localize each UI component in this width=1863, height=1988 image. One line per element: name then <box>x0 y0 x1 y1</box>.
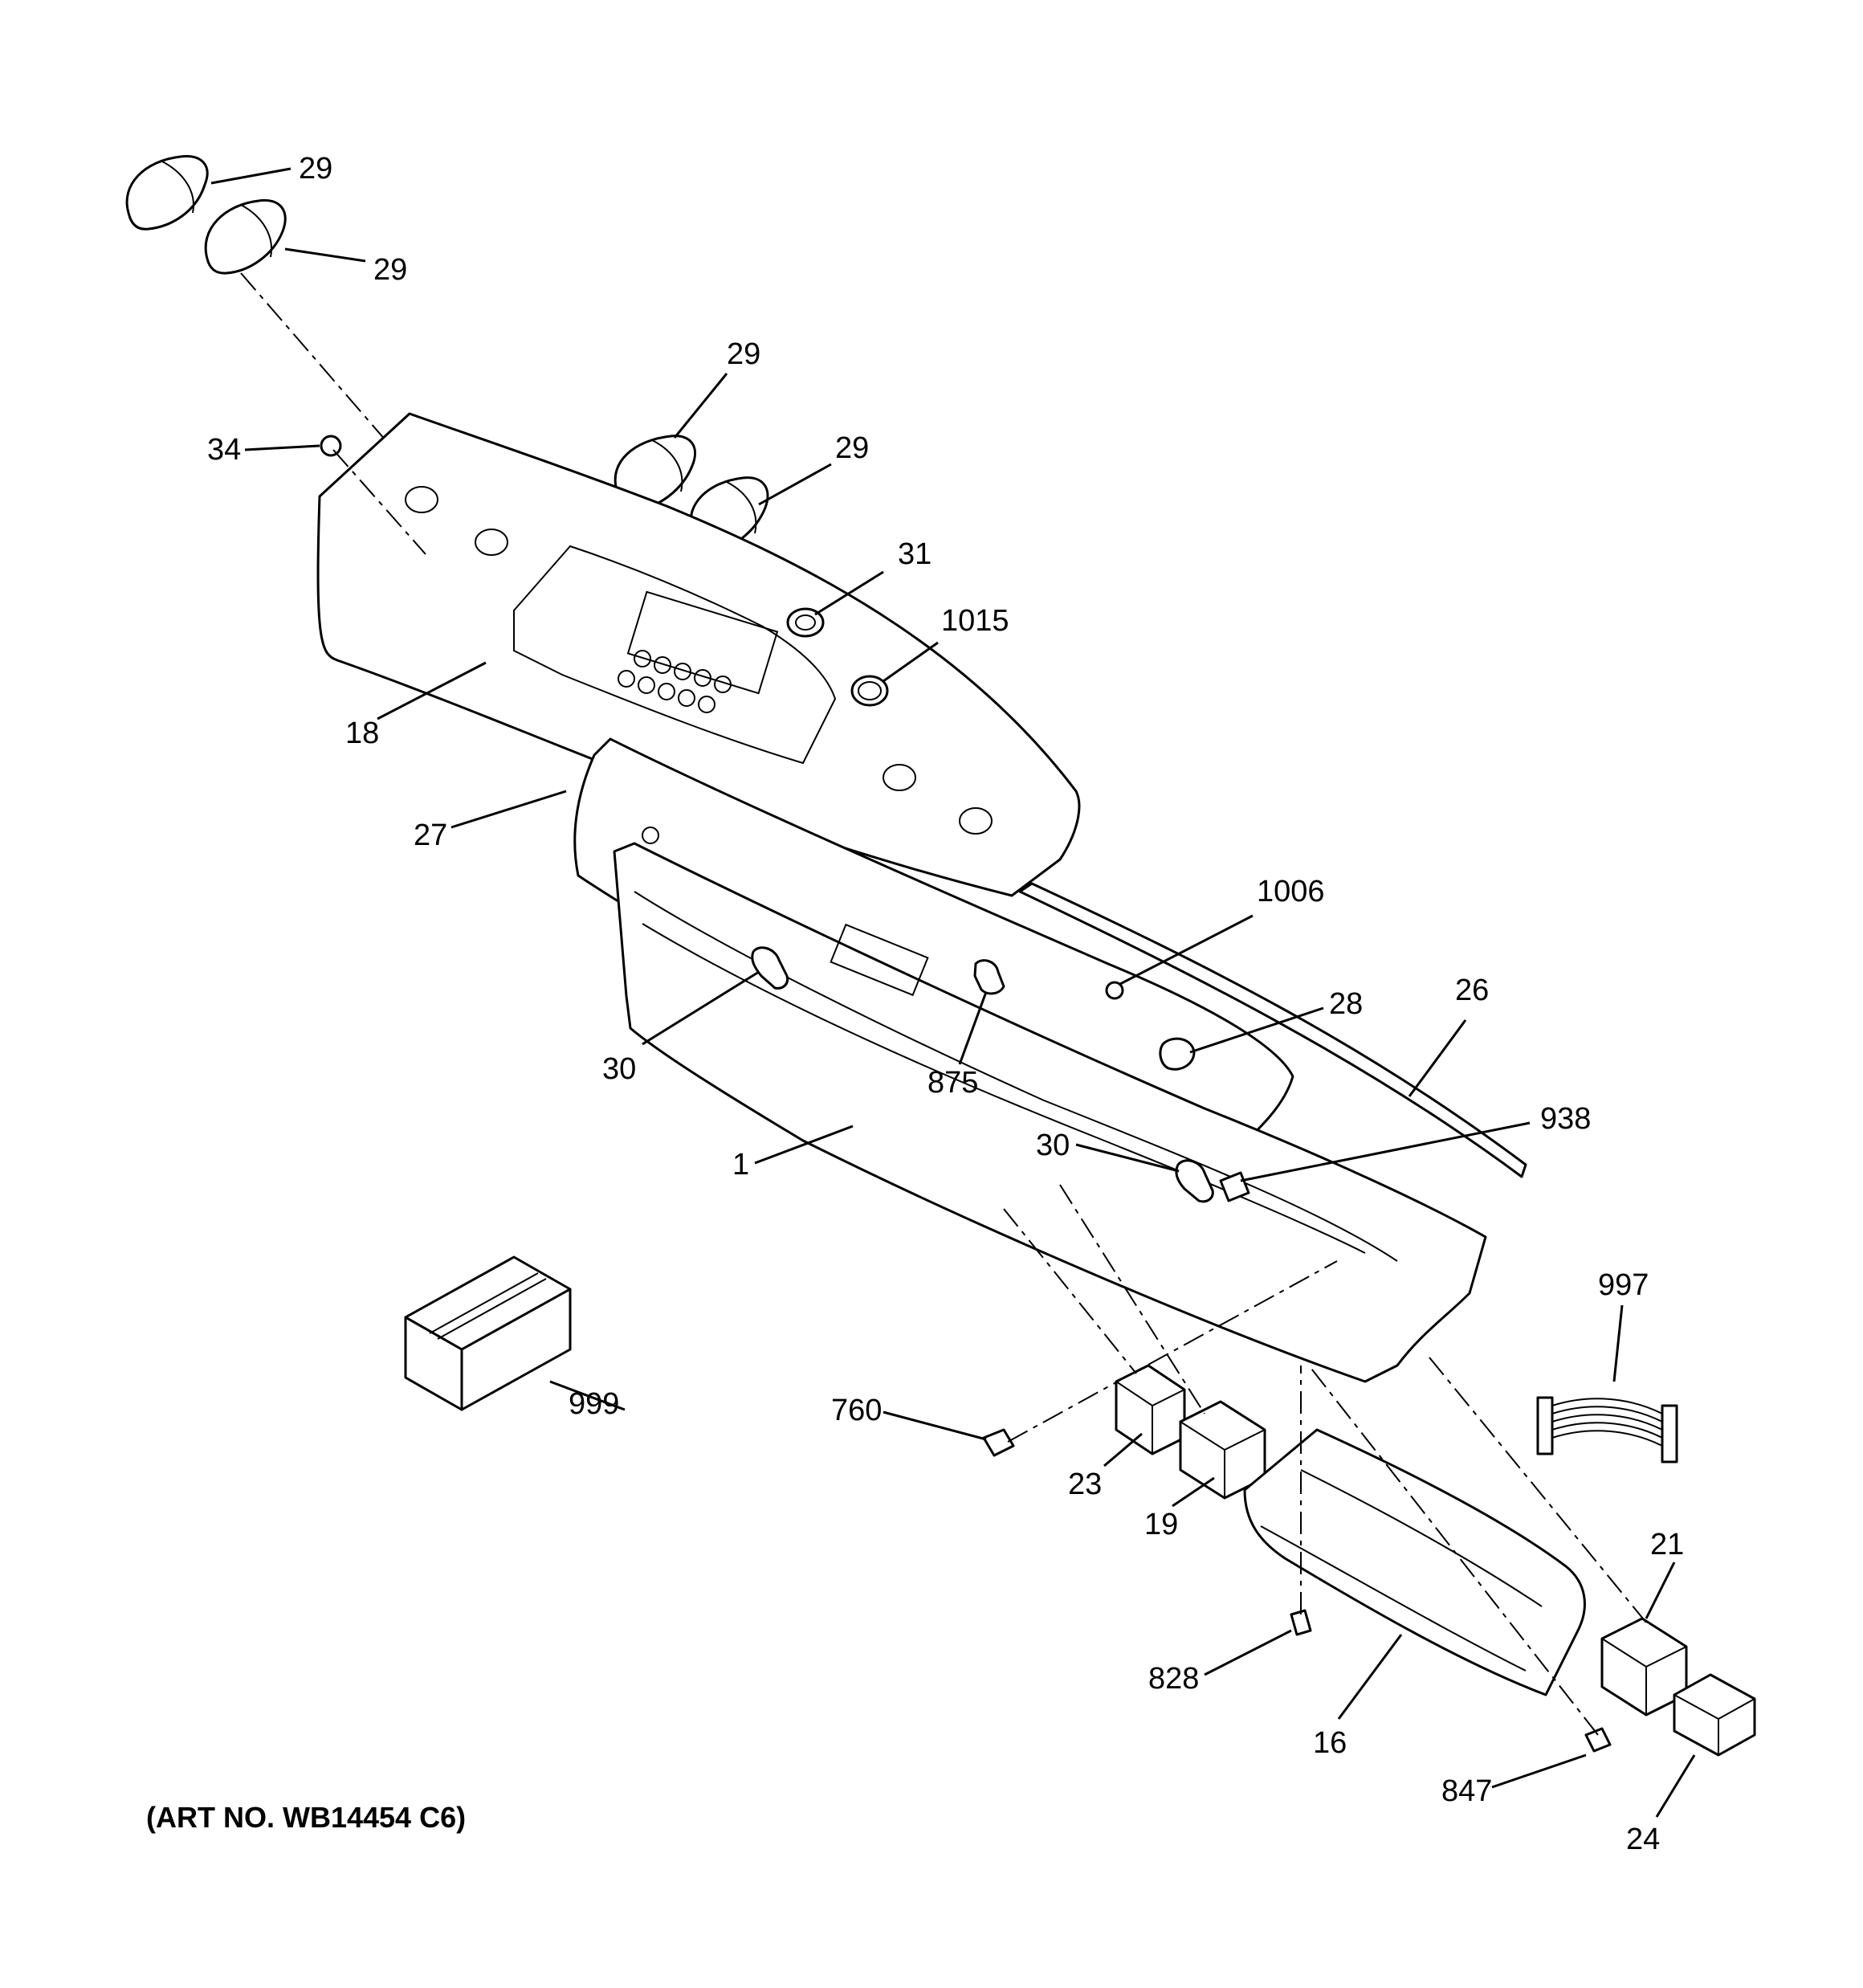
callout-18: 18 <box>345 716 379 750</box>
part-28 <box>1159 1037 1196 1071</box>
callout-1015: 1015 <box>941 604 1009 638</box>
callout-999: 999 <box>569 1387 619 1421</box>
callout-760: 760 <box>831 1394 882 1427</box>
part-34 <box>320 435 342 457</box>
callout-21: 21 <box>1650 1528 1684 1561</box>
switch-24 <box>1673 1673 1756 1757</box>
callout-29-a: 29 <box>299 152 332 186</box>
seal-strip-26 <box>1018 882 1527 1178</box>
control-panel-18 <box>316 412 1081 897</box>
part-30-lower <box>1175 1159 1214 1203</box>
callout-1: 1 <box>732 1148 749 1182</box>
knob-29-second <box>204 198 287 275</box>
callout-29-b: 29 <box>373 253 407 287</box>
callout-938: 938 <box>1540 1102 1591 1136</box>
callout-19: 19 <box>1144 1508 1178 1541</box>
callout-27: 27 <box>414 818 447 852</box>
board-housing-16 <box>1243 1428 1586 1696</box>
screw-760 <box>982 1428 1015 1457</box>
part-31 <box>786 607 825 638</box>
callout-34: 34 <box>207 433 241 467</box>
callout-30-a: 30 <box>602 1052 636 1086</box>
screw-847 <box>1584 1727 1612 1753</box>
callout-997: 997 <box>1598 1268 1649 1302</box>
knob-29-top-left <box>125 155 209 231</box>
callout-24: 24 <box>1626 1823 1660 1856</box>
callout-23: 23 <box>1068 1468 1102 1501</box>
callout-847: 847 <box>1441 1774 1492 1808</box>
art-number: (ART NO. WB14454 C6) <box>146 1801 466 1834</box>
frame-bracket-1 <box>613 842 1487 1383</box>
callout-828: 828 <box>1148 1662 1199 1696</box>
wire-harness-997 <box>1536 1396 1678 1463</box>
callout-29-c: 29 <box>727 337 760 371</box>
part-1015-ring <box>850 675 889 707</box>
part-1006 <box>1105 981 1124 1000</box>
callout-1006: 1006 <box>1257 875 1325 908</box>
carton-999 <box>404 1255 572 1411</box>
callout-875: 875 <box>927 1066 978 1100</box>
switch-23 <box>1115 1364 1186 1455</box>
part-30-upper <box>751 946 789 990</box>
callout-29-d: 29 <box>835 431 869 465</box>
callout-31: 31 <box>898 537 932 571</box>
callout-16: 16 <box>1313 1726 1347 1760</box>
callout-30-b: 30 <box>1036 1129 1070 1162</box>
callout-28: 28 <box>1329 987 1363 1021</box>
callout-26: 26 <box>1455 974 1489 1007</box>
part-875-screw <box>973 959 1005 995</box>
